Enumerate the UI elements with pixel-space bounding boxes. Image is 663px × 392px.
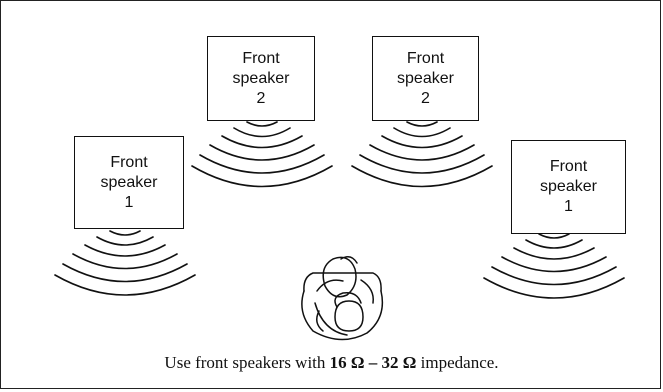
front-speaker-2-right: Front speaker 2	[372, 36, 479, 121]
caption-range-high: 32 Ω	[381, 353, 417, 372]
speaker-label-line1: Front	[110, 153, 148, 171]
listener-icon	[301, 256, 384, 341]
sound-wave-icon	[54, 230, 196, 296]
caption-prefix: Use front speakers with	[164, 353, 330, 372]
caption-dash: –	[364, 353, 382, 372]
impedance-caption: Use front speakers with 16 Ω – 32 Ω impe…	[1, 353, 662, 373]
speaker-label-line3: 1	[124, 193, 134, 211]
speaker-label-line3: 2	[256, 89, 266, 107]
speaker-label-line2: speaker	[540, 178, 597, 195]
speaker-label-line2: speaker	[397, 69, 454, 87]
sound-wave-icon	[351, 121, 493, 188]
speaker-label-line3: 1	[564, 198, 573, 215]
speaker-label-line1: Front	[242, 49, 280, 67]
front-speaker-1-left: Front speaker 1	[74, 136, 184, 229]
speaker-label-line1: Front	[406, 49, 445, 67]
speaker-label-line3: 2	[421, 89, 430, 107]
speaker-label-line2: speaker	[232, 69, 290, 87]
caption-suffix: impedance.	[416, 353, 499, 372]
sound-wave-icon	[483, 233, 625, 299]
front-speaker-1-right: Front speaker 1	[511, 140, 626, 234]
speaker-label-line1: Front	[549, 158, 588, 175]
caption-range-low: 16 Ω	[329, 353, 365, 372]
sound-wave-icon	[191, 121, 333, 188]
front-speaker-2-left: Front speaker 2	[207, 36, 315, 121]
speaker-label-line2: speaker	[100, 173, 158, 191]
